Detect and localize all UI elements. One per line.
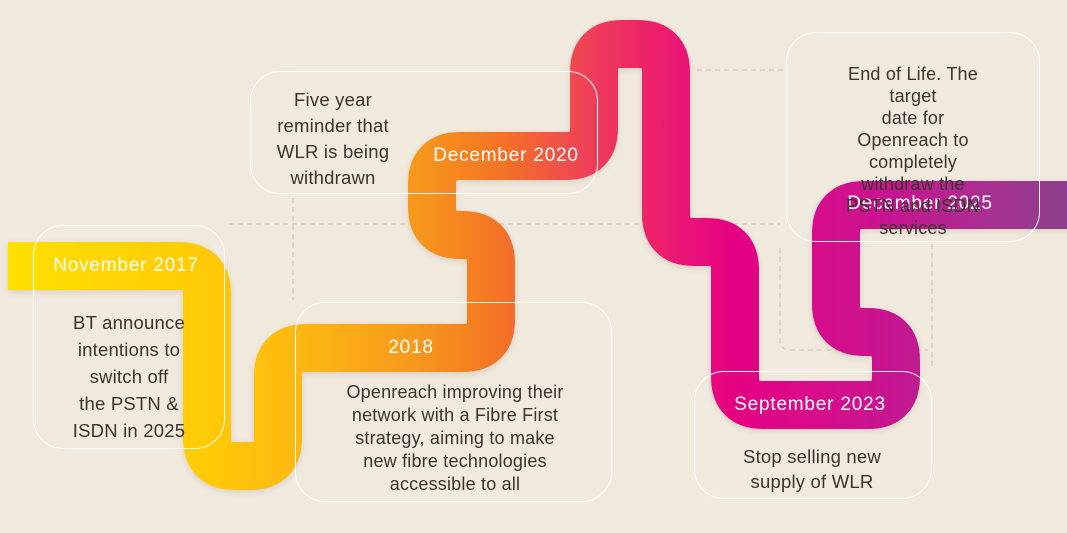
event-description-2018: Openreach improving their network with a… <box>346 382 564 494</box>
date-label-2018: 2018 <box>388 337 434 358</box>
event-card-november-2017 <box>33 225 225 449</box>
event-description-september-2023: Stop selling new supply of WLR <box>743 446 881 492</box>
event-description-december-2025: End of Life. The target date for Openrea… <box>846 64 980 238</box>
event-card-2018 <box>295 302 612 502</box>
event-card-december-2020 <box>250 71 598 194</box>
event-description-november-2017: BT announce intentions to switch off the… <box>72 312 186 441</box>
dashed-guide-corner-end <box>779 248 928 351</box>
event-description-december-2020: Five year reminder that WLR is being wit… <box>276 89 390 188</box>
date-label-december-2025: December 2025 <box>847 193 993 214</box>
date-label-september-2023: September 2023 <box>734 394 886 415</box>
event-card-september-2023 <box>694 371 932 499</box>
date-label-november-2017: November 2017 <box>53 255 199 276</box>
date-label-december-2020: December 2020 <box>433 145 579 166</box>
event-card-december-2025 <box>786 32 1040 242</box>
